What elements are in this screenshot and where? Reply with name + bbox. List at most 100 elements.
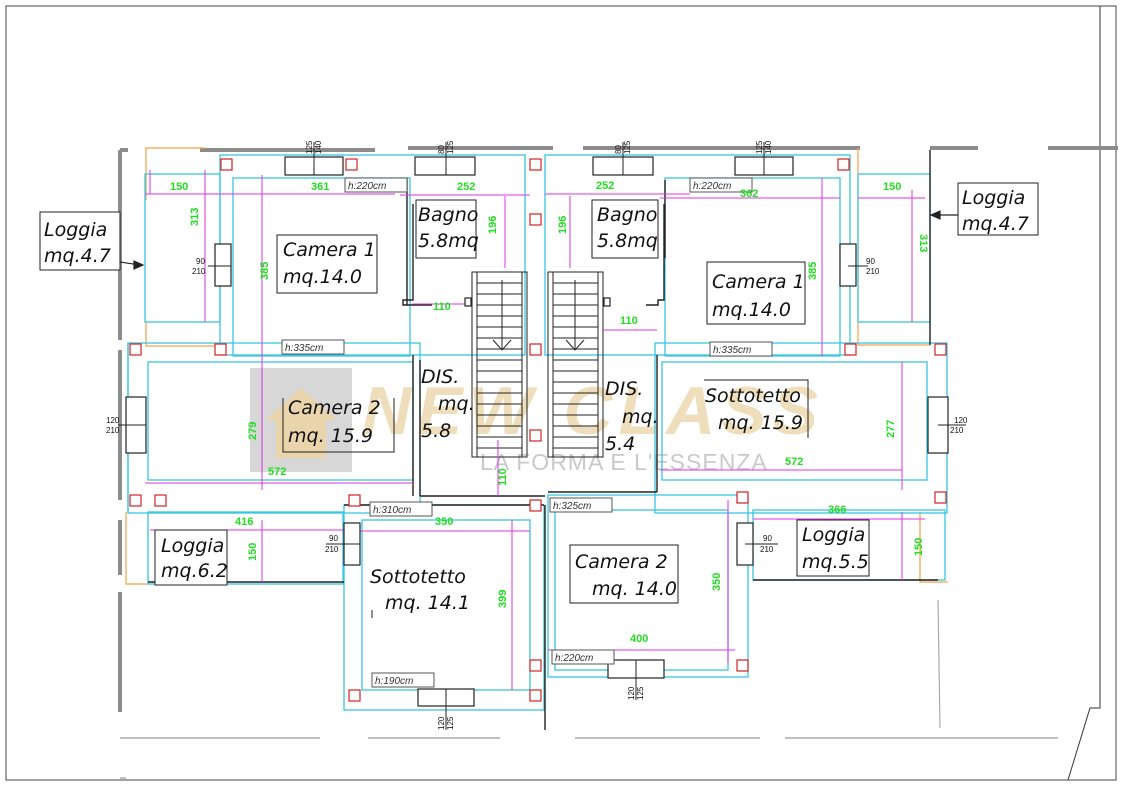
room-sottotetto-bottom-area: mq. 14.1 <box>385 592 470 614</box>
room-bagno-right: Bagno <box>597 204 657 226</box>
dim-400: 400 <box>630 633 648 645</box>
staircase-right <box>547 271 604 458</box>
room-camera1-left: Camera 1 <box>283 239 376 261</box>
room-sottotetto-right-area: mq. 15.9 <box>718 412 803 434</box>
height-h310: h:310cm <box>373 505 411 516</box>
room-loggia-left: Loggia <box>44 219 107 241</box>
room-loggia-bottom-left-area: mq.6.2 <box>161 560 228 582</box>
dim-362: 362 <box>740 188 758 200</box>
dim-366: 366 <box>828 504 846 516</box>
structural-pillars <box>129 158 947 702</box>
room-loggia-bottom-right-area: mq.5.5 <box>802 551 869 573</box>
room-loggia-right: Loggia <box>962 187 1025 209</box>
watermark-brand: NEW CLASS <box>362 373 824 449</box>
dim-313-left: 313 <box>189 208 201 226</box>
dim-572-left: 572 <box>268 466 286 478</box>
dim-196-right: 196 <box>557 216 569 234</box>
door-stub-left <box>464 297 472 307</box>
dim-196-left: 196 <box>487 216 499 234</box>
room-dis-right-mq: mq. <box>622 406 659 428</box>
room-labels: Loggia mq.4.7 Loggia mq.4.7 Bagno 5.8mq … <box>44 187 1029 614</box>
dim-110-right: 110 <box>620 315 638 327</box>
dim-110-center: 110 <box>497 468 509 486</box>
window-sott-right-width: 120 <box>954 416 968 425</box>
height-h325: h:325cm <box>553 501 591 512</box>
room-loggia-bottom-left: Loggia <box>161 535 224 557</box>
window-cam1-right <box>839 243 857 287</box>
window-labels: 125 140 80 125 80 125 125 140 90 210 90 … <box>106 140 968 730</box>
dim-361: 361 <box>311 181 329 193</box>
window-loggia-bl-width: 90 <box>329 534 338 543</box>
height-h335-right: h:335cm <box>713 345 751 356</box>
dim-350-right: 350 <box>711 573 723 591</box>
dim-150-bottom-right: 150 <box>913 538 925 556</box>
window-cam1-right-width: 90 <box>866 257 875 266</box>
dimension-labels: 150 313 361 252 196 385 110 252 362 150 … <box>170 180 929 645</box>
room-dis-right: DIS. <box>605 378 643 400</box>
dim-385-left: 385 <box>259 262 271 280</box>
window-bot1-width: 120 <box>437 716 446 730</box>
height-h335-left: h:335cm <box>285 343 323 354</box>
room-camera2-bottom: Camera 2 <box>575 551 668 573</box>
room-loggia-left-area: mq.4.7 <box>44 245 111 267</box>
dim-279: 279 <box>247 422 259 440</box>
height-h190: h:190cm <box>375 676 413 687</box>
window-top2 <box>414 156 476 176</box>
ground-lines <box>120 599 1058 779</box>
window-top4-height: 140 <box>764 140 773 154</box>
room-camera1-right: Camera 1 <box>712 271 805 293</box>
watermark: NEW CLASS LA FORMA E L'ESSENZA <box>250 368 824 475</box>
callout-arrows <box>119 210 958 270</box>
window-cam1-left <box>214 243 232 287</box>
height-labels: h:220cm h:220cm h:335cm h:335cm h:310cm … <box>285 181 751 687</box>
door-stub-right <box>603 297 611 307</box>
window-bot2-width: 120 <box>627 686 636 700</box>
staircase-left <box>471 271 528 458</box>
dim-313-right: 313 <box>917 234 929 252</box>
room-sottotetto-bottom: Sottotetto <box>370 566 466 588</box>
room-camera1-right-area: mq.14.0 <box>712 299 791 321</box>
loggia-boundaries <box>125 147 948 585</box>
window-top3-width: 80 <box>614 145 623 154</box>
window-loggia-br-height: 210 <box>760 545 774 554</box>
height-h220-bottom: h:220cm <box>555 653 593 664</box>
dim-277: 277 <box>885 420 897 438</box>
window-top2-height: 125 <box>446 140 455 154</box>
window-cam1-left-width: 90 <box>196 257 205 266</box>
dim-150-bottom-left: 150 <box>247 543 259 561</box>
dim-110-left: 110 <box>433 301 451 313</box>
dim-350-bottom: 350 <box>435 516 453 528</box>
dim-252-left: 252 <box>457 181 475 193</box>
room-dis-left-mq: mq. <box>438 393 475 415</box>
room-dis-left-area: 5.8 <box>421 420 451 442</box>
watermark-tagline: LA FORMA E L'ESSENZA <box>480 449 768 475</box>
room-bagno-left-area: 5.8mq <box>418 230 479 252</box>
window-centerlines <box>118 142 966 730</box>
window-top2-width: 80 <box>437 145 446 154</box>
inner-walls <box>148 150 938 730</box>
height-h220-right: h:220cm <box>693 181 731 192</box>
dim-150-top-left: 150 <box>170 181 188 193</box>
room-camera2-left-area: mq. 15.9 <box>288 425 373 447</box>
room-dis-right-area: 5.4 <box>605 433 635 455</box>
height-h220-left: h:220cm <box>348 181 386 192</box>
window-sott-right-height: 210 <box>950 426 964 435</box>
dim-252-right: 252 <box>596 180 614 192</box>
window-cam2-left-height: 210 <box>106 426 120 435</box>
window-loggia-br-width: 90 <box>763 534 772 543</box>
dim-572-right: 572 <box>785 456 803 468</box>
dimension-lines <box>145 170 925 690</box>
room-camera2-bottom-area: mq. 14.0 <box>592 578 677 600</box>
dim-385-right: 385 <box>807 262 819 280</box>
window-top1-width: 125 <box>305 140 314 154</box>
window-top4-width: 125 <box>755 140 764 154</box>
height-boxes <box>281 177 773 688</box>
room-dis-left: DIS. <box>421 366 459 388</box>
room-loggia-right-area: mq.4.7 <box>962 213 1029 235</box>
window-cam1-left-height: 210 <box>192 267 206 276</box>
window-bot2-height: 125 <box>636 686 645 700</box>
window-top1-height: 140 <box>314 140 323 154</box>
room-sottotetto-right: Sottotetto <box>705 385 801 407</box>
dim-150-top-right: 150 <box>883 181 901 193</box>
